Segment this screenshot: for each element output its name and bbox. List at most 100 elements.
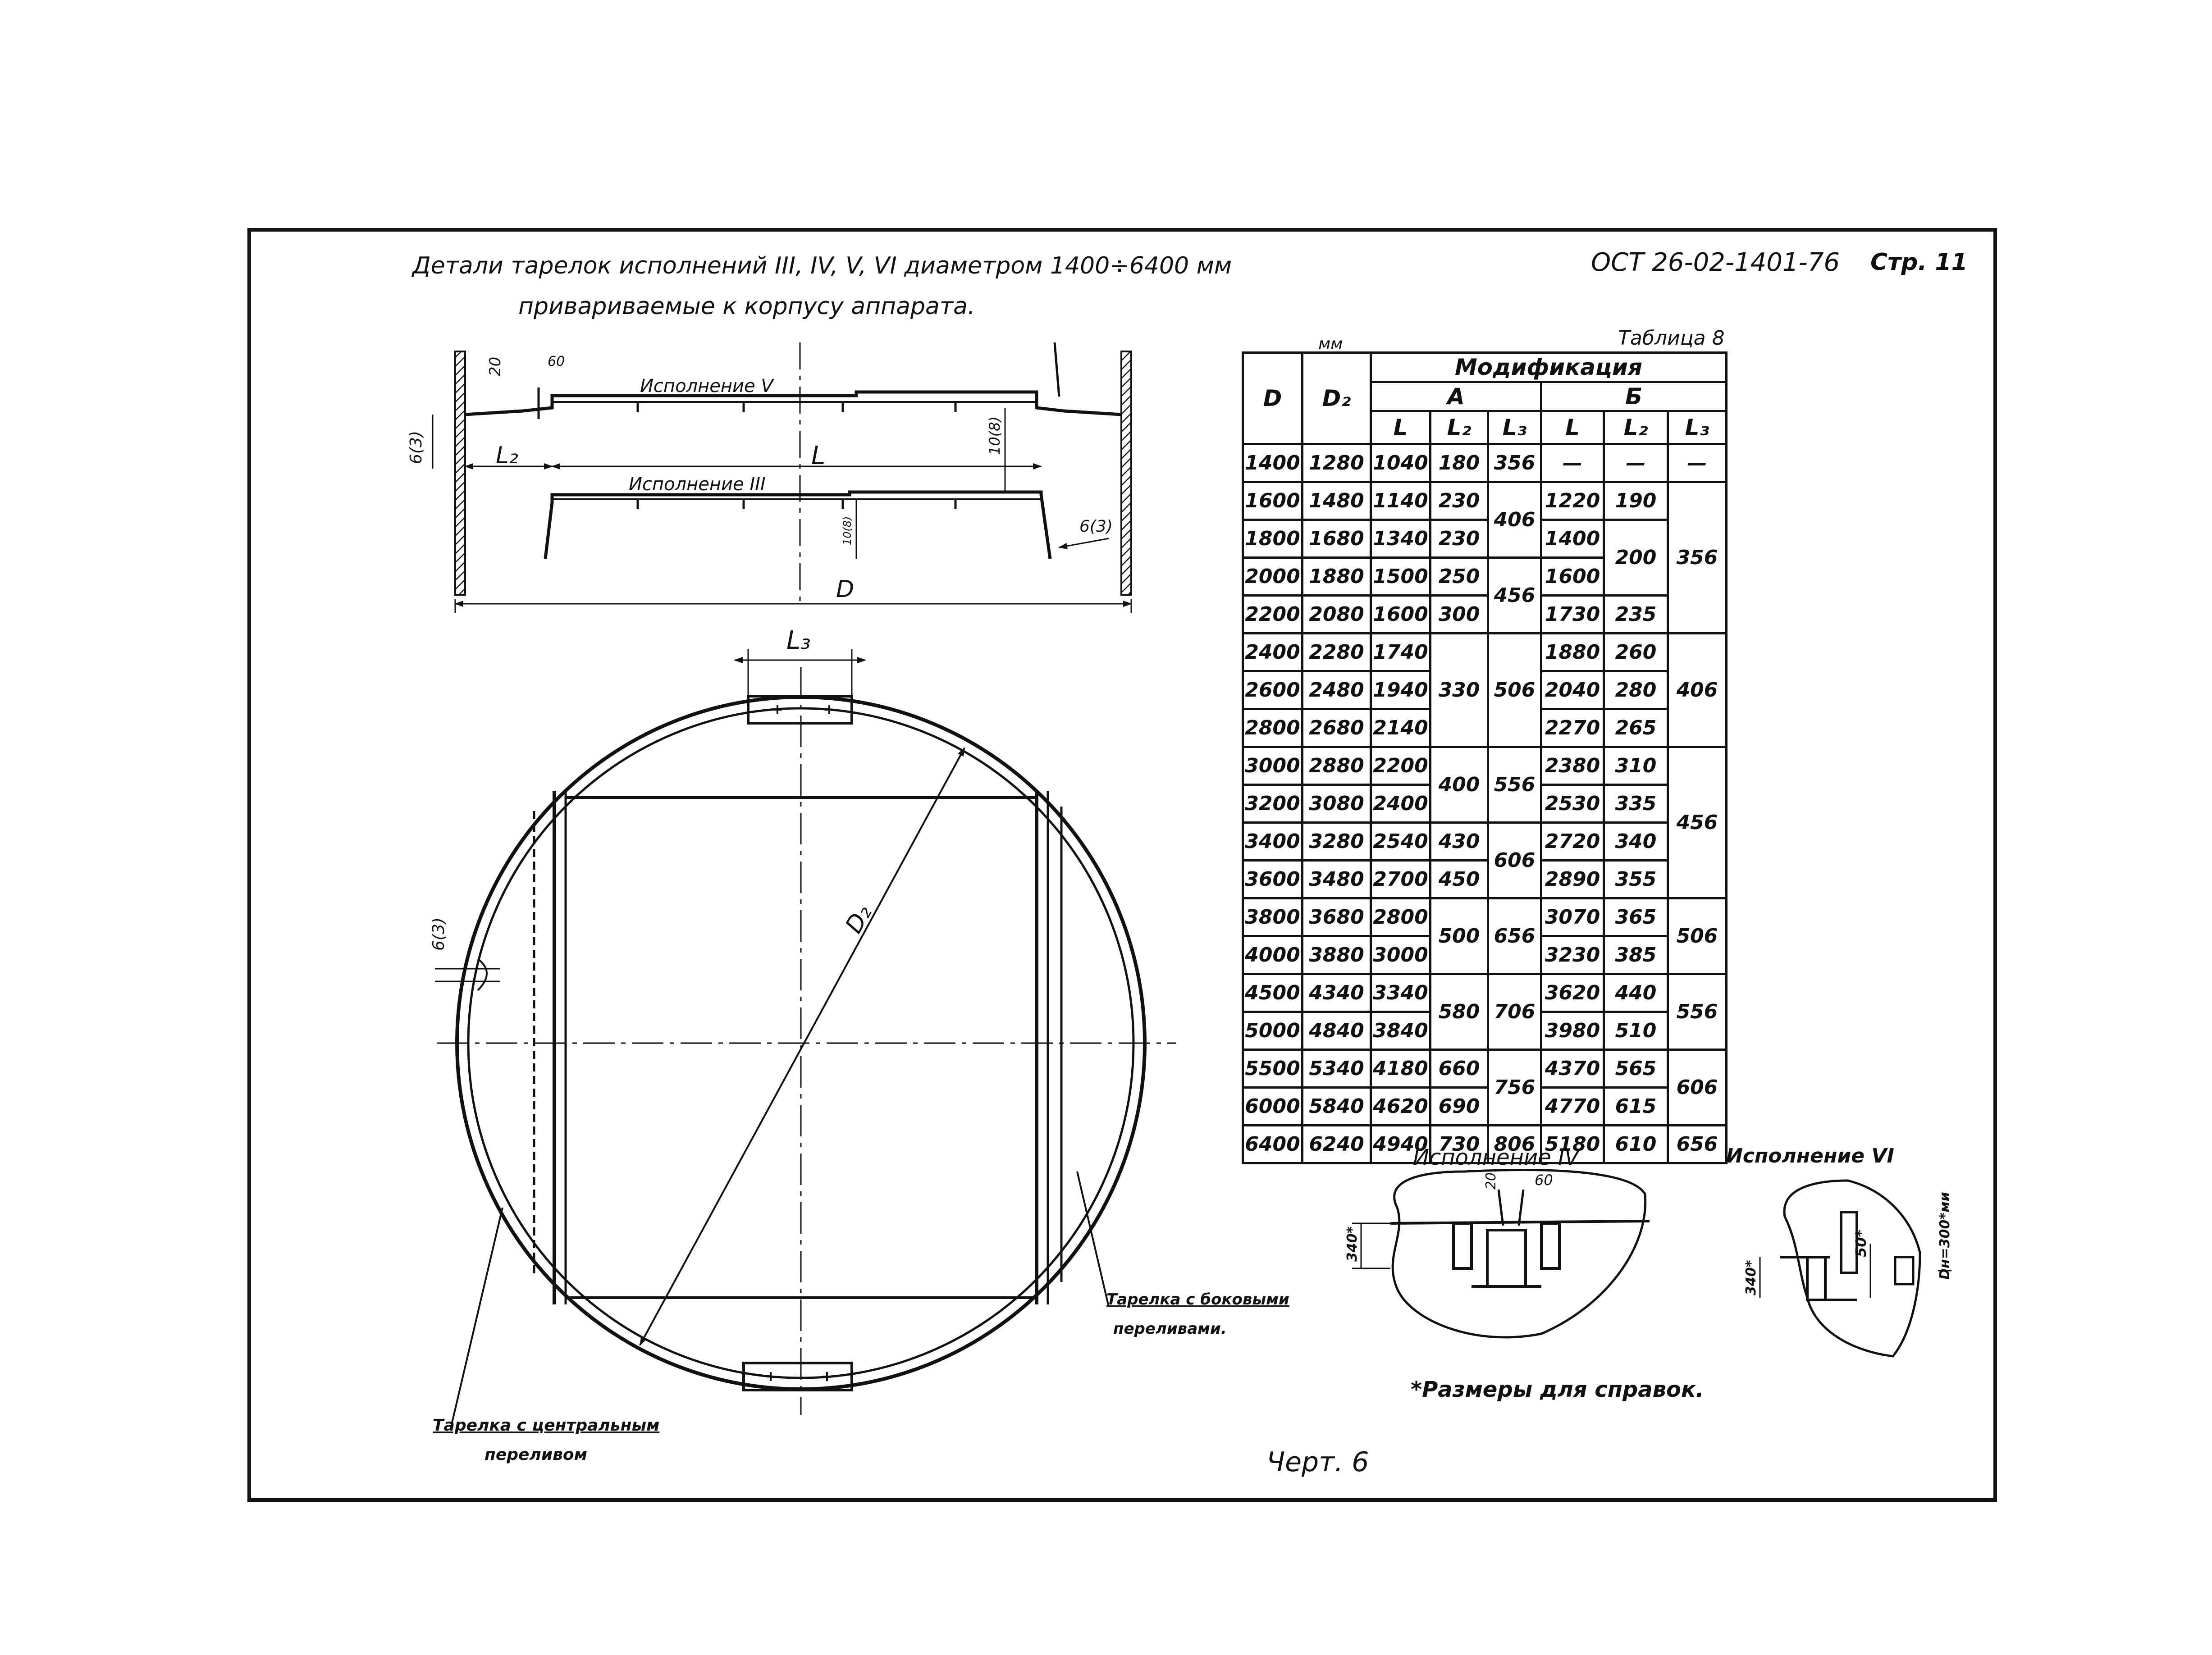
cell-d: 2200	[1242, 594, 1303, 634]
cell-d: 6000	[1242, 1086, 1303, 1126]
note-reference-dims: *Размеры для справок.	[1411, 1377, 1704, 1402]
dim-iv-20: 20	[1483, 1172, 1499, 1190]
page-number: Стр. 11	[1870, 249, 1968, 276]
cell-a-l: 1940	[1370, 670, 1431, 710]
cell-a-l3: 606	[1487, 821, 1542, 899]
cell-d: 1600	[1242, 481, 1303, 521]
plan-view	[435, 649, 1176, 1429]
cell-a-l2: 690	[1429, 1086, 1489, 1126]
callout-central-1: Тарелка с центральным	[433, 1416, 659, 1435]
callout-side-1: Тарелка с боковыми	[1106, 1290, 1289, 1308]
cell-a-l: 2400	[1370, 784, 1431, 824]
cell-b-l: 2380	[1540, 746, 1605, 786]
cell-b-l2: 200	[1603, 519, 1669, 597]
cell-d: 3400	[1242, 821, 1303, 862]
header-a-l: L	[1370, 410, 1431, 445]
cell-a-l2: 330	[1429, 632, 1489, 748]
cell-d: 1400	[1242, 443, 1303, 483]
cell-d: 2000	[1242, 556, 1303, 597]
cell-a-l3: 556	[1487, 746, 1542, 824]
cell-b-l: 1600	[1540, 556, 1605, 597]
dim-D2: D₂	[840, 901, 877, 938]
dim-10-8: 10(8)	[986, 416, 1003, 455]
cell-a-l: 2540	[1370, 821, 1431, 862]
cell-a-l: 2800	[1370, 897, 1431, 937]
dim-10-8-small: 10(8)	[841, 516, 854, 545]
cell-b-l: 4770	[1540, 1086, 1605, 1126]
cell-b-l: 1880	[1540, 632, 1605, 672]
cell-d2: 2480	[1301, 670, 1372, 710]
cell-d: 4000	[1242, 935, 1303, 975]
table-8: D D₂ Модификация А Б L L₂ L₃ L L₂ L₃ 140…	[1242, 351, 1728, 1164]
cell-a-l: 1340	[1370, 519, 1431, 559]
cell-b-l2: 565	[1603, 1049, 1669, 1089]
cell-a-l: 2700	[1370, 859, 1431, 899]
cell-a-l: 4620	[1370, 1086, 1431, 1126]
cell-b-l2: 260	[1603, 632, 1669, 672]
callout-side-2: переливами.	[1113, 1320, 1227, 1338]
label-ispolnenie-vi: Исполнение VI	[1726, 1144, 1894, 1167]
cell-b-l2: 385	[1603, 935, 1669, 975]
dim-L3: L₃	[786, 626, 811, 655]
cell-a-l3: 506	[1487, 632, 1542, 748]
cell-b-l3: —	[1667, 443, 1728, 483]
dim-L2: L₂	[496, 442, 518, 469]
cell-d2: 3080	[1301, 784, 1372, 824]
header-b-l3: L₃	[1667, 410, 1728, 445]
cell-a-l: 4940	[1370, 1124, 1431, 1164]
header-b-l: L	[1540, 410, 1605, 445]
cell-a-l2: 660	[1429, 1049, 1489, 1089]
cell-d: 2600	[1242, 670, 1303, 710]
detail-vi	[1759, 1179, 1951, 1358]
cell-a-l2: 500	[1429, 897, 1489, 975]
header-d2: D₂	[1301, 351, 1372, 445]
cell-d: 3200	[1242, 784, 1303, 824]
table-unit: мм	[1318, 335, 1343, 353]
cell-a-l: 4180	[1370, 1049, 1431, 1089]
dim-vi-340: 340*	[1743, 1260, 1759, 1295]
cell-b-l2: 265	[1603, 708, 1669, 748]
title-line-2: привариваемые к корпусу аппарата.	[518, 293, 975, 320]
cell-d2: 2080	[1301, 594, 1372, 634]
cell-d: 2400	[1242, 632, 1303, 672]
dim-iv-60: 60	[1535, 1172, 1553, 1189]
cell-a-l2: 580	[1429, 973, 1489, 1051]
cell-a-l2: 250	[1429, 556, 1489, 597]
cell-a-l2: 300	[1429, 594, 1489, 634]
cell-b-l: 3620	[1540, 973, 1605, 1013]
cell-a-l2: 450	[1429, 859, 1489, 899]
cell-b-l3: 606	[1667, 1049, 1728, 1126]
cell-b-l: 3980	[1540, 1011, 1605, 1051]
cell-b-l: 3230	[1540, 935, 1605, 975]
cell-b-l: 2270	[1540, 708, 1605, 748]
cell-b-l3: 456	[1667, 746, 1728, 899]
cell-a-l3: 356	[1487, 443, 1542, 483]
dim-iv-340: 340*	[1344, 1226, 1360, 1262]
label-ispolnenie-v: Исполнение V	[640, 376, 774, 397]
detail-vi-labels: Исполнение VI 50* Dн=300*ми 340*	[1726, 1144, 1953, 1295]
dim-D: D	[836, 576, 854, 603]
cell-d2: 3280	[1301, 821, 1372, 862]
cell-b-l2: 615	[1603, 1086, 1669, 1126]
cell-b-l: 4370	[1540, 1049, 1605, 1089]
table-caption: Таблица 8	[1618, 327, 1725, 350]
cell-b-l2: 440	[1603, 973, 1669, 1013]
cell-b-l2: 340	[1603, 821, 1669, 862]
cell-d: 6400	[1242, 1124, 1303, 1164]
dim-vi-50: 50*	[1852, 1229, 1869, 1257]
cell-d2: 1480	[1301, 481, 1372, 521]
cell-a-l3: 456	[1487, 556, 1542, 634]
cell-a-l: 1500	[1370, 556, 1431, 597]
dim-6-3-left: 6(3)	[407, 431, 425, 464]
